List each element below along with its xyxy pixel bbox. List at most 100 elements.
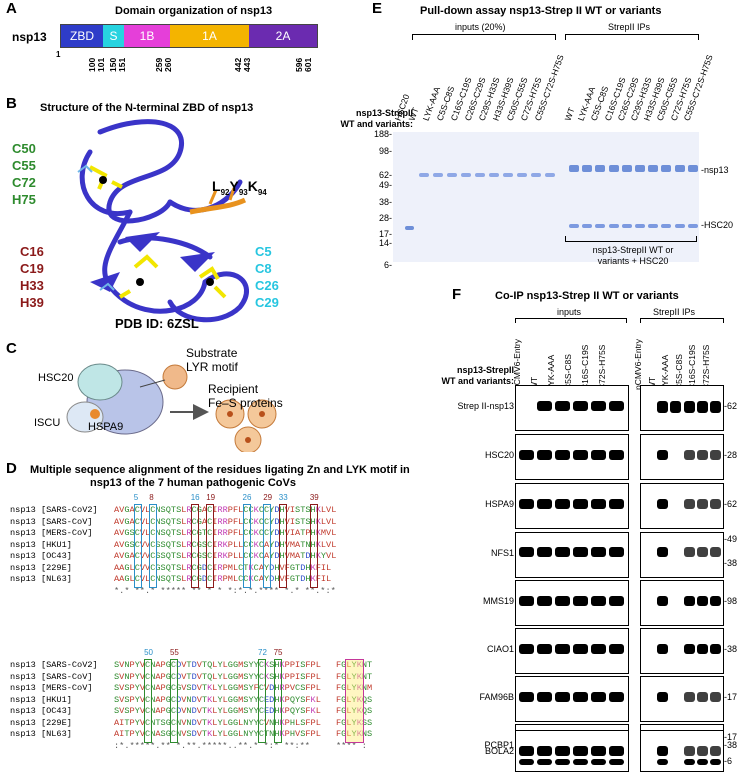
wb-ip-panel xyxy=(640,628,724,674)
wb-band xyxy=(573,759,588,765)
wb-ip-panel xyxy=(640,385,724,431)
alignment-box xyxy=(258,659,267,743)
wb-band xyxy=(683,692,695,702)
wb-band xyxy=(555,450,570,460)
wb-band xyxy=(657,692,669,702)
wb-input-panel xyxy=(515,532,629,578)
wb-band xyxy=(573,596,588,606)
wb-mw-marker: -17 xyxy=(724,732,738,742)
e-band xyxy=(582,165,593,172)
panel-b-title: Structure of the N-terminal ZBD of nsp13 xyxy=(40,102,254,114)
wb-band xyxy=(609,596,624,606)
e-band xyxy=(461,173,471,177)
e-mw-marker: 28- xyxy=(378,213,392,223)
alignment-box xyxy=(242,504,251,588)
wb-protein-name: NFS1 xyxy=(490,548,514,558)
wb-band xyxy=(537,596,552,606)
wb-mw-marker: -17 xyxy=(724,692,738,702)
wb-band xyxy=(591,759,606,765)
alignment-position-number: 39 xyxy=(309,493,319,502)
wb-band xyxy=(710,746,721,756)
wb-band xyxy=(710,450,721,460)
wb-band xyxy=(573,547,588,557)
wb-band xyxy=(710,759,721,765)
alignment-consensus: *.* **.* ***** ** * * *:*.*.**** *.* **.… xyxy=(114,585,336,596)
wb-band xyxy=(519,450,534,460)
wb-band xyxy=(573,401,588,411)
e-inputs-header: inputs (20%) xyxy=(455,22,506,32)
alignment-species-name: nsp13 [NL63] xyxy=(10,729,72,739)
alignment-species-name: nsp13 [229E] xyxy=(10,562,72,573)
e-mw-marker: 6- xyxy=(383,260,392,270)
wb-input-panel xyxy=(515,676,629,722)
panel-d-title-1: Multiple sequence alignment of the resid… xyxy=(30,464,410,476)
alignment-species-name: nsp13 [HKU1] xyxy=(10,539,72,550)
f-lane-label: C16S-C19S xyxy=(580,344,590,390)
wb-protein-name: FAM96B xyxy=(479,692,514,702)
e-band xyxy=(531,173,541,177)
domain-1b: 1B xyxy=(124,25,170,47)
alignment-sequence: AAGLCVVCGSQTSLRCGDCIRPMLCTKCAYDHVFGTDHKF… xyxy=(114,562,332,573)
wb-band xyxy=(710,596,721,606)
wb-band xyxy=(696,596,708,606)
domain-1a: 1A xyxy=(170,25,249,47)
f-lane-label: C72S-H75S xyxy=(700,344,711,390)
alignment-species-name: nsp13 [SARS-CoV] xyxy=(10,671,93,682)
e-band xyxy=(635,165,645,172)
domain-bar: ZBD S 1B 1A 2A xyxy=(60,24,318,48)
e-band xyxy=(569,165,579,172)
panel-c-label: C xyxy=(6,340,17,357)
wb-band xyxy=(519,644,534,654)
e-band xyxy=(648,165,659,172)
f-lane-label: C16S-C19S xyxy=(687,344,697,390)
wb-band xyxy=(683,450,695,460)
alignment-sequence: AVGACVLCNSQTSLRCGACIRRPFLCCKCCYDHVISTSHK… xyxy=(114,516,337,527)
hsc20-label: HSC20 xyxy=(38,372,74,384)
wb-band xyxy=(609,644,624,654)
wb-band xyxy=(537,450,552,460)
alignment-sequence: AVGACVVCSSQTSLRCGSCIRKPLLCCKCAYDHVMATDHK… xyxy=(114,551,337,561)
alignment-position-number: 16 xyxy=(190,493,200,502)
wb-band xyxy=(537,401,552,411)
alignment-sequence: SVNPYVCNAPGCDVTDVTQLYLGGMSYYCKSHKPPISFPL xyxy=(114,660,321,670)
wb-band xyxy=(555,746,570,756)
alignment-box xyxy=(144,659,153,743)
wb-input-panel xyxy=(515,385,629,431)
wb-band xyxy=(683,644,695,654)
alignment-species-name: nsp13 [OC43] xyxy=(10,551,72,561)
e-band xyxy=(433,173,443,177)
alignment-sequence: SVSPYVCNAPGCGVSDVTKLYLGGMSYFCVDHRPVCSFPL xyxy=(114,683,321,693)
wb-ip-panel xyxy=(640,532,724,578)
panel-b-label: B xyxy=(6,95,17,112)
alignment-box xyxy=(309,504,318,588)
wb-band xyxy=(683,746,695,756)
alignment-position-number: 8 xyxy=(149,493,154,502)
wb-protein-name: CIAO1 xyxy=(486,644,514,654)
alignment-sequence: SVSPYVCNAPGCDVNDVTKLYLGGMSYYCEDHKPQYSFKL xyxy=(114,694,321,705)
f-ips-header: StrepII IPs xyxy=(653,307,696,317)
alignment-lyk-tail: FGLYKNT xyxy=(336,660,373,670)
wb-band xyxy=(573,499,588,509)
wb-band xyxy=(657,547,669,557)
wb-input-panel xyxy=(515,483,629,529)
e-nsp13-label: -nsp13 xyxy=(701,165,729,175)
e-band xyxy=(608,224,619,228)
wb-band xyxy=(710,499,721,509)
wb-band xyxy=(555,759,570,765)
e-mw-marker: 98- xyxy=(378,146,392,156)
panel-e-title: Pull-down assay nsp13-Strep II WT or var… xyxy=(420,5,662,17)
e-mw-marker: 188- xyxy=(373,129,392,139)
alignment-position-number: 50 xyxy=(144,648,153,657)
wb-band xyxy=(696,547,708,557)
alignment-species-name: nsp13 [NL63] xyxy=(10,574,72,584)
e-mw-marker: 62- xyxy=(378,170,392,180)
alignment-lyk-tail: FGLYKNS xyxy=(336,729,373,739)
wb-band xyxy=(519,596,534,606)
alignment-position-number: 26 xyxy=(242,493,252,502)
panel-e-label: E xyxy=(372,0,383,17)
wb-input-panel xyxy=(515,580,629,626)
e-band xyxy=(405,226,414,230)
